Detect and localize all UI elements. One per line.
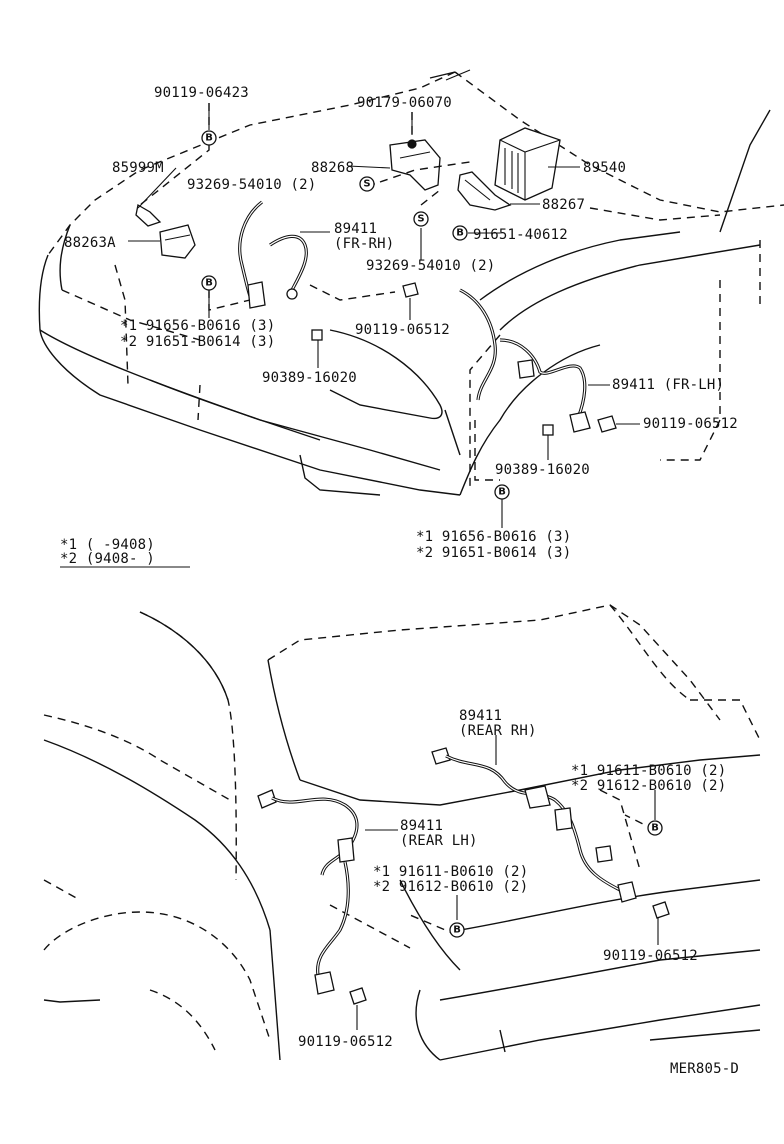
sensor-wire-fr-rh[interactable]	[238, 200, 308, 309]
clamp-90179-06070[interactable]	[407, 139, 417, 149]
label-88267: 88267	[542, 197, 585, 213]
mark-b-3: B	[201, 275, 217, 291]
grommet-90389-16020-front-rh[interactable]	[311, 329, 323, 341]
mark-b-5: B	[647, 820, 663, 836]
label-90179-06070: 90179-06070	[357, 95, 452, 111]
svg-text:B: B	[651, 823, 659, 834]
label-89411-rear-lh-sub: (REAR LH)	[400, 833, 478, 849]
label-90389-16020-a: 90389-16020	[262, 370, 357, 386]
label-89411-fr-lh: 89411 (FR-LH)	[612, 377, 724, 393]
label-rear-lh-1: *1 91611-B0610 (2)	[373, 864, 528, 880]
svg-text:S: S	[417, 214, 424, 225]
front-body-outline	[38, 71, 784, 496]
label-rear-rh-2: *2 91612-B0610 (2)	[571, 778, 726, 794]
bolt-90119-06512-front-rh[interactable]	[402, 282, 419, 298]
label-88263a: 88263A	[64, 235, 116, 251]
label-90119-06512-a: 90119-06512	[355, 322, 450, 338]
svg-text:B: B	[453, 925, 461, 936]
sensor-wire-fr-lh[interactable]	[459, 288, 591, 433]
label-90119-06512-d: 90119-06512	[298, 1034, 393, 1050]
legend-row-1: *1 ( -9408)	[60, 537, 155, 553]
mark-s-2: S	[413, 211, 429, 227]
label-90119-06423: 90119-06423	[154, 85, 249, 101]
sensor-wire-rear-lh[interactable]	[257, 789, 359, 995]
mark-s-1: S	[359, 176, 375, 192]
bolt-90119-06512-rear-rh[interactable]	[652, 901, 670, 919]
legend-row-2: *2 (9408- )	[60, 551, 155, 567]
label-rear-rh-1: *1 91611-B0610 (2)	[571, 763, 726, 779]
mark-b-1: B	[201, 130, 217, 146]
label-89540: 89540	[583, 160, 626, 176]
label-89411-rear-lh: 89411	[400, 818, 443, 834]
sensor-wire-rear-rh[interactable]	[431, 747, 637, 903]
applicability-legend: *1 ( -9408) *2 (9408- )	[60, 537, 190, 568]
svg-text:B: B	[205, 278, 213, 289]
rear-body-outline	[43, 604, 761, 1061]
label-85999m: 85999M	[112, 160, 164, 176]
mark-b-4: B	[494, 484, 510, 500]
bolt-90119-06512-rear-lh[interactable]	[349, 987, 367, 1005]
mark-b-6: B	[449, 922, 465, 938]
label-90389-16020-b: 90389-16020	[495, 462, 590, 478]
label-93269-54010-a: 93269-54010 (2)	[187, 177, 316, 193]
label-front-rh-1: *1 91656-B0616 (3)	[120, 318, 275, 334]
figure-code: MER805-D	[670, 1061, 739, 1077]
svg-text:B: B	[498, 487, 506, 498]
label-88268: 88268	[311, 160, 354, 176]
label-front-rh-2: *2 91651-B0614 (3)	[120, 334, 275, 350]
bolt-90119-06512-front-lh[interactable]	[597, 415, 617, 433]
bracket-88267[interactable]	[457, 171, 512, 211]
abs-ecu-89540[interactable]	[494, 127, 561, 201]
clip-85999m[interactable]	[135, 203, 162, 227]
mark-b-2: B	[452, 225, 468, 241]
grommet-90389-16020-front-lh[interactable]	[542, 424, 554, 436]
label-91651-40612: 91651-40612	[473, 227, 568, 243]
label-rear-lh-2: *2 91612-B0610 (2)	[373, 879, 528, 895]
label-89411-rear-rh: 89411	[459, 708, 502, 724]
svg-text:B: B	[205, 133, 213, 144]
label-89411-fr-rh-sub: (FR-RH)	[334, 236, 394, 252]
label-89411-fr-rh: 89411	[334, 221, 377, 237]
svg-text:B: B	[456, 228, 464, 239]
label-front-lh-1: *1 91656-B0616 (3)	[416, 529, 571, 545]
leader-lines-top	[128, 69, 640, 528]
label-93269-54010-b: 93269-54010 (2)	[366, 258, 495, 274]
label-90119-06512-c: 90119-06512	[603, 948, 698, 964]
label-89411-rear-rh-sub: (REAR RH)	[459, 723, 537, 739]
label-90119-06512-b: 90119-06512	[643, 416, 738, 432]
svg-text:S: S	[363, 179, 370, 190]
relay-88263a[interactable]	[159, 224, 196, 259]
bracket-88268[interactable]	[389, 139, 441, 191]
label-front-lh-2: *2 91651-B0614 (3)	[416, 545, 571, 561]
